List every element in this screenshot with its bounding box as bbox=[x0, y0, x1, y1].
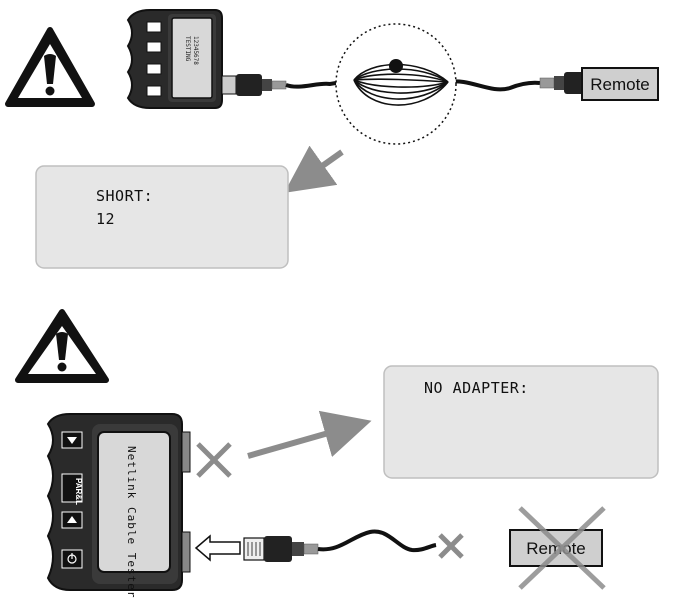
display-bottom-line1: NO ADAPTER: bbox=[424, 379, 529, 397]
arrow-to-display-top bbox=[284, 145, 344, 193]
remote-unit-top: Remote bbox=[581, 67, 659, 101]
short-circuit-magnifier bbox=[335, 23, 457, 145]
device-button bbox=[146, 41, 162, 53]
arrow-to-display-bottom bbox=[247, 410, 372, 459]
warning-icon-top bbox=[5, 27, 95, 107]
warning-icon-bottom bbox=[15, 309, 109, 383]
x-mark-cable-end bbox=[438, 533, 464, 559]
x-mark-device bbox=[196, 442, 232, 478]
device-button bbox=[146, 85, 162, 97]
lcd-display-top: SHORT: 12 bbox=[35, 165, 289, 269]
network-cable-top bbox=[447, 79, 541, 92]
display-top-line1: SHORT: bbox=[96, 187, 153, 205]
button-parl-label: PAR&L bbox=[74, 478, 83, 505]
display-top-line2: 12 bbox=[96, 210, 115, 228]
lcd-display-bottom: NO ADAPTER: bbox=[383, 365, 659, 479]
device-label: Netlink Cable Tester bbox=[125, 446, 138, 598]
device-button bbox=[146, 21, 162, 33]
rj45-plug-bottom bbox=[243, 536, 319, 562]
insert-arrow-icon bbox=[194, 534, 241, 562]
device-screen-line2: 12345678 bbox=[192, 36, 199, 65]
device-screen-top bbox=[171, 17, 213, 99]
remote-unit-bottom-crossed: Remote bbox=[509, 506, 606, 590]
button-parl bbox=[61, 473, 83, 503]
device-screen-line1: TESTING bbox=[184, 36, 191, 62]
remote-label-top: Remote bbox=[590, 75, 650, 94]
rj45-plug-left-top bbox=[221, 74, 287, 96]
device-button bbox=[146, 63, 162, 75]
device-screen-bottom bbox=[97, 431, 171, 573]
cross-out-line bbox=[518, 506, 606, 590]
network-cable-top bbox=[285, 78, 355, 89]
tester-device-bottom: Netlink Cable Tester PAR&L bbox=[46, 413, 191, 598]
short-point-dot bbox=[389, 59, 403, 73]
tester-device-top: TESTING 12345678 bbox=[126, 9, 223, 109]
network-cable-bottom bbox=[317, 529, 437, 553]
